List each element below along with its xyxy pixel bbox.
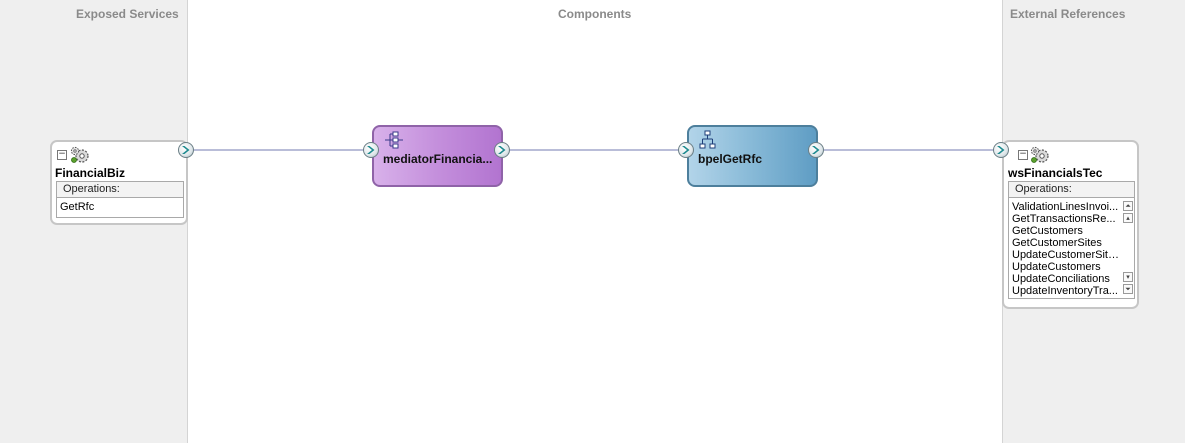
external-references-title: External References bbox=[1010, 7, 1126, 21]
wire-bpel-to-reference[interactable] bbox=[824, 149, 995, 151]
reference-name: wsFinancialsTec bbox=[1008, 166, 1103, 180]
operation-item[interactable]: UpdateCustomerSites bbox=[1012, 249, 1119, 261]
scroll-up-icon[interactable]: ▴ bbox=[1123, 213, 1133, 223]
chevron-right-icon bbox=[498, 146, 506, 154]
web-service-gear-icon bbox=[70, 146, 89, 163]
chevron-right-icon bbox=[182, 146, 190, 154]
scroll-top-icon[interactable]: ⏶ bbox=[1123, 201, 1133, 211]
bpel-component[interactable]: bpelGetRfc bbox=[687, 125, 818, 187]
reference-port[interactable] bbox=[993, 142, 1009, 158]
operation-item[interactable]: UpdateConciliations bbox=[1012, 273, 1110, 285]
operations-header: Operations: bbox=[57, 182, 183, 198]
wire-mediator-to-bpel[interactable] bbox=[509, 149, 680, 151]
chevron-right-icon bbox=[997, 146, 1005, 154]
operation-item[interactable]: ValidationLinesInvoi... bbox=[1012, 201, 1119, 213]
operations-header: Operations: bbox=[1009, 182, 1134, 198]
operation-item[interactable]: GetCustomerSites bbox=[1012, 237, 1102, 249]
exposed-services-title: Exposed Services bbox=[76, 7, 179, 21]
operation-item[interactable]: GetRfc bbox=[60, 201, 95, 213]
components-title: Components bbox=[558, 7, 632, 21]
mediator-component[interactable]: mediatorFinancia... bbox=[372, 125, 503, 187]
chevron-right-icon bbox=[682, 146, 690, 154]
operation-item[interactable]: GetTransactionsRe... bbox=[1012, 213, 1116, 225]
chevron-right-icon bbox=[367, 146, 375, 154]
scroll-down-icon[interactable]: ▾ bbox=[1123, 272, 1133, 282]
operation-item[interactable]: UpdateCustomers bbox=[1012, 261, 1101, 273]
components-lane: Components bbox=[188, 0, 1003, 443]
bpel-in-port[interactable] bbox=[678, 142, 694, 158]
scroll-bottom-icon[interactable]: ⏷ bbox=[1123, 284, 1133, 294]
service-port[interactable] bbox=[178, 142, 194, 158]
operation-item[interactable]: GetCustomers bbox=[1012, 225, 1083, 237]
mediator-in-port[interactable] bbox=[363, 142, 379, 158]
bpel-label: bpelGetRfc bbox=[698, 152, 763, 166]
mediator-icon bbox=[385, 131, 403, 149]
mediator-label: mediatorFinancia... bbox=[383, 152, 493, 166]
bpel-process-icon bbox=[699, 130, 716, 149]
web-service-gear-icon bbox=[1030, 146, 1049, 163]
wire-service-to-mediator[interactable] bbox=[194, 149, 365, 151]
financialbiz-service[interactable]: − FinancialBiz Operations: GetRfc bbox=[50, 140, 188, 225]
collapse-toggle-icon[interactable]: − bbox=[57, 149, 67, 160]
chevron-right-icon bbox=[812, 146, 820, 154]
operations-list: Operations: ValidationLinesInvoi... GetT… bbox=[1008, 181, 1135, 299]
service-name: FinancialBiz bbox=[55, 166, 126, 180]
operation-item[interactable]: UpdateInventoryTra... bbox=[1012, 285, 1118, 297]
bpel-out-port[interactable] bbox=[808, 142, 824, 158]
mediator-out-port[interactable] bbox=[494, 142, 510, 158]
wsfinancialstec-reference[interactable]: − wsFinancialsTec Operations: Validation… bbox=[1002, 140, 1139, 309]
collapse-toggle-icon[interactable]: − bbox=[1018, 149, 1028, 160]
operations-list: Operations: GetRfc bbox=[56, 181, 184, 218]
